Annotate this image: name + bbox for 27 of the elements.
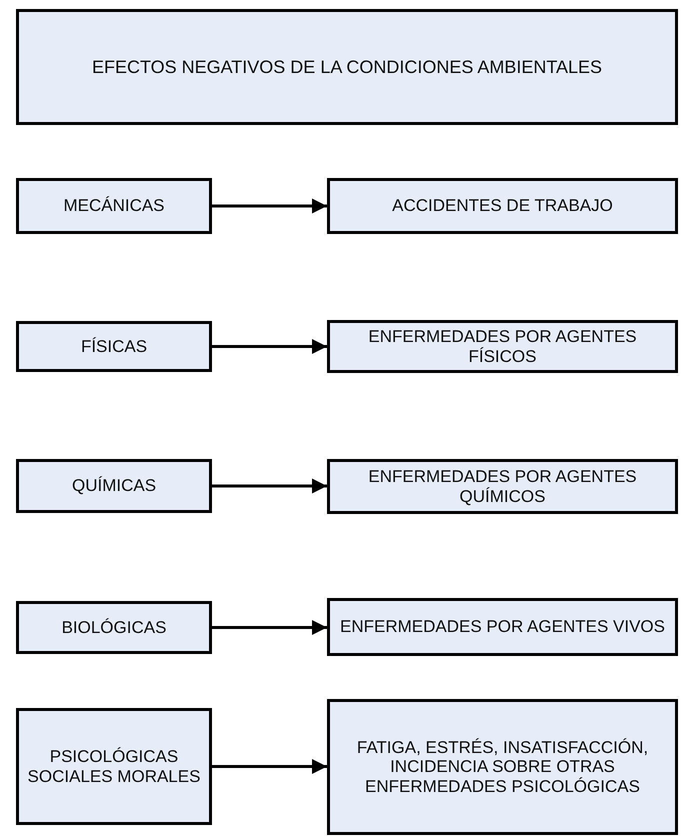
box-text: BIOLÓGICAS	[60, 618, 168, 638]
box-text: ENFERMEDADES POR AGENTES FÍSICOS	[367, 327, 638, 366]
process-box	[16, 601, 212, 654]
box-text: PSICOLÓGICAS SOCIALES MORALES	[26, 747, 202, 786]
arrow	[212, 620, 327, 635]
arrow	[212, 198, 327, 214]
box-text: ENFERMEDADES POR AGENTES VIVOS	[339, 617, 666, 637]
process-box	[327, 320, 678, 373]
box-text: MECÁNICAS	[62, 196, 166, 216]
title-box	[16, 9, 678, 125]
box-text: EFECTOS NEGATIVOS DE LA CONDICIONES AMBIENTALES	[90, 56, 604, 78]
arrow	[212, 339, 327, 354]
process-box	[327, 178, 678, 234]
process-box	[16, 459, 212, 513]
process-box	[16, 708, 212, 825]
process-box	[327, 598, 678, 656]
box-text: ACCIDENTES DE TRABAJO	[391, 196, 614, 216]
process-box	[16, 321, 212, 372]
process-box	[327, 699, 678, 835]
process-box	[327, 459, 678, 514]
box-text: FATIGA, ESTRÉS, INSATISFACCIÓN, INCIDENCIA SOBRE OTRAS ENFERMEDADES PSICOLÓGICAS	[356, 738, 650, 796]
process-box	[16, 178, 212, 234]
box-text: QUÍMICAS	[70, 476, 158, 496]
arrow	[212, 759, 327, 774]
arrow	[212, 478, 327, 494]
box-text: FÍSICAS	[80, 336, 148, 356]
box-text: ENFERMEDADES POR AGENTES QUÍMICOS	[367, 467, 638, 506]
